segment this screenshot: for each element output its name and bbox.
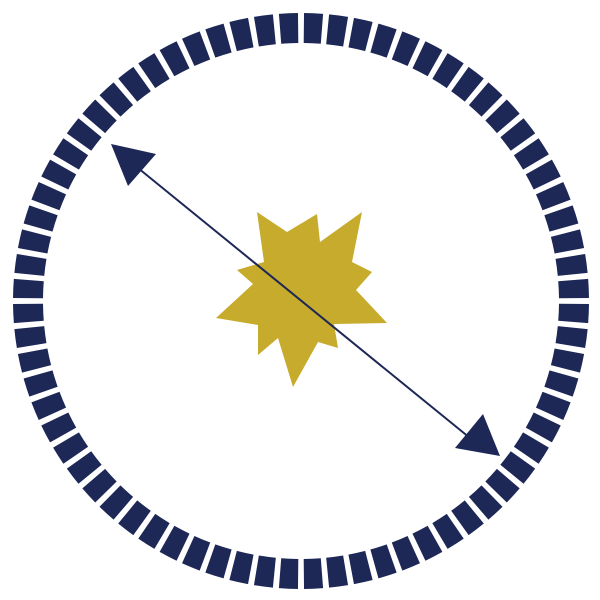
ring-segment bbox=[555, 253, 588, 276]
ring-segment bbox=[550, 348, 585, 373]
ring-segment bbox=[468, 82, 503, 117]
ring-segment bbox=[391, 31, 420, 67]
ring-segment bbox=[525, 412, 561, 443]
ring-segment bbox=[253, 14, 276, 47]
ring-segment bbox=[500, 451, 536, 484]
ring-segment bbox=[99, 485, 134, 520]
ring-segment bbox=[326, 555, 349, 588]
ring-segment bbox=[182, 535, 211, 571]
ring-segment bbox=[14, 253, 47, 276]
ring-segment bbox=[432, 53, 464, 89]
arrow-head-lower-right bbox=[455, 414, 500, 456]
ring-segment bbox=[41, 159, 77, 190]
ring-segment bbox=[370, 23, 397, 58]
ring-segment bbox=[229, 17, 254, 52]
ring-segment bbox=[432, 513, 464, 549]
double-arrow bbox=[111, 144, 500, 456]
ring-segment bbox=[412, 41, 443, 77]
ring-segment bbox=[182, 31, 211, 67]
ring-segment bbox=[13, 278, 44, 299]
segmented-ring bbox=[13, 13, 589, 589]
ring-segment bbox=[555, 326, 588, 349]
ring-segment bbox=[544, 370, 579, 397]
ring-segment bbox=[500, 118, 536, 151]
ring-segment bbox=[278, 558, 299, 589]
ring-segment bbox=[17, 229, 52, 254]
ring-segment bbox=[348, 550, 373, 585]
ring-segment bbox=[53, 138, 89, 170]
ring-segment bbox=[13, 303, 44, 324]
ring-segment bbox=[17, 348, 52, 373]
ring-segment bbox=[468, 485, 503, 520]
ring-segment bbox=[82, 468, 117, 503]
ring-segment bbox=[23, 205, 58, 232]
ring-segment bbox=[31, 182, 67, 211]
ring-segment bbox=[31, 391, 67, 420]
ring-segment bbox=[138, 53, 170, 89]
ring-segment bbox=[303, 13, 324, 44]
ring-segment bbox=[229, 550, 254, 585]
ring-segment bbox=[535, 182, 571, 211]
ring-segment bbox=[451, 500, 484, 536]
ring-segment bbox=[41, 412, 77, 443]
ring-segment bbox=[558, 303, 589, 324]
ring-segment bbox=[118, 500, 151, 536]
ring-segment bbox=[159, 41, 190, 77]
ring-segment bbox=[513, 138, 549, 170]
ring-segment bbox=[391, 535, 420, 571]
ring-segment bbox=[558, 278, 589, 299]
ring-segment bbox=[326, 14, 349, 47]
ring-segment bbox=[53, 432, 89, 464]
ring-segment bbox=[253, 555, 276, 588]
ring-segment bbox=[513, 432, 549, 464]
ring-segment bbox=[66, 451, 102, 484]
ring-segment bbox=[348, 17, 373, 52]
ring-segment bbox=[485, 468, 520, 503]
ring-segment bbox=[303, 558, 324, 589]
ring-segment bbox=[412, 525, 443, 561]
ring-segment bbox=[23, 370, 58, 397]
arrow-head-upper-left bbox=[111, 144, 156, 186]
ring-segment bbox=[66, 118, 102, 151]
arrow-shaft bbox=[137, 167, 471, 439]
ring-segment bbox=[535, 391, 571, 420]
ring-segment bbox=[525, 159, 561, 190]
ring-segment bbox=[278, 13, 299, 44]
ring-segment bbox=[205, 544, 232, 579]
ring-segment bbox=[485, 99, 520, 134]
ring-segment bbox=[82, 99, 117, 134]
ring-segment bbox=[451, 66, 484, 102]
ring-segment bbox=[544, 205, 579, 232]
ring-segment bbox=[99, 82, 134, 117]
ring-segment bbox=[370, 544, 397, 579]
ring-segment bbox=[14, 326, 47, 349]
ring-segment bbox=[550, 229, 585, 254]
ring-segment bbox=[159, 525, 190, 561]
ring-segment bbox=[205, 23, 232, 58]
star-icon bbox=[216, 212, 387, 387]
ring-segment bbox=[118, 66, 151, 102]
ring-segment bbox=[138, 513, 170, 549]
